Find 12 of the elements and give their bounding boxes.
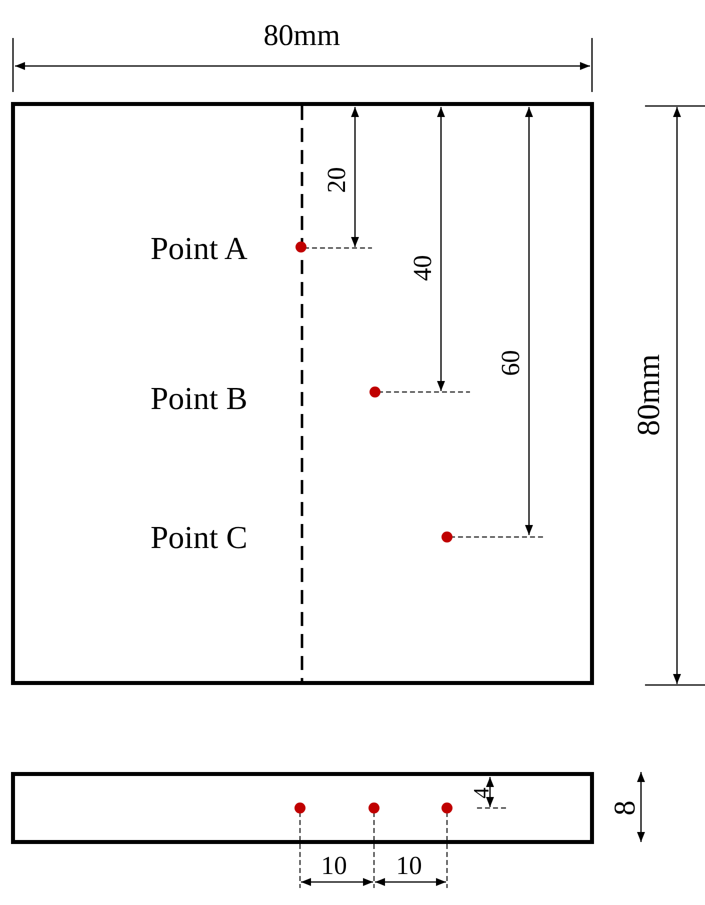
dimension-value: 60 (498, 350, 524, 376)
dimension-value: 40 (410, 255, 436, 281)
dimension-value: 80mm (632, 354, 664, 436)
dimension-value: 10 (396, 853, 422, 879)
dimension-value: 4 (470, 788, 492, 798)
point-label: Point B (150, 382, 248, 414)
dimension-value: 10 (321, 853, 347, 879)
dimension-value: 8 (610, 800, 640, 816)
point-label: Point A (150, 232, 248, 264)
dimension-value: 20 (324, 167, 350, 193)
dimension-value: 80mm (264, 21, 340, 51)
point-label: Point C (150, 521, 248, 553)
